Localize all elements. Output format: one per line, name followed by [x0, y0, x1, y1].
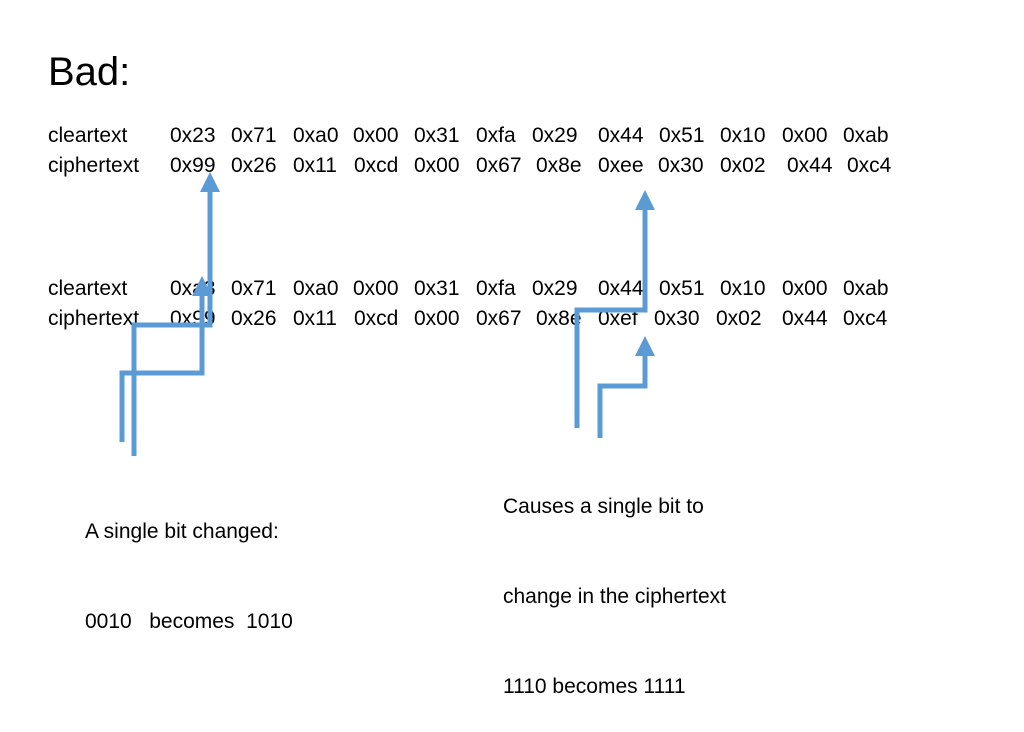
hex-byte: 0xee	[598, 154, 644, 177]
right-arrow-to-block1	[574, 190, 655, 428]
note-left-line2: 0010 becomes 1010	[85, 610, 293, 633]
right-arrow-to-block2	[597, 336, 655, 438]
hex-byte: 0xcd	[354, 307, 399, 330]
hex-byte: 0x8e	[536, 307, 582, 330]
arrow-head-icon	[200, 172, 220, 192]
hex-byte: 0x44	[598, 277, 644, 300]
hex-byte: 0x02	[720, 154, 766, 177]
hex-byte: 0x44	[598, 124, 644, 147]
hex-byte: 0xa0	[293, 124, 339, 147]
arrow-head-icon	[192, 276, 212, 296]
hex-byte: 0x10	[720, 277, 766, 300]
hex-byte: 0x51	[659, 124, 705, 147]
slide-title: Bad:	[48, 50, 131, 94]
hex-byte: 0x00	[353, 277, 399, 300]
note-left: A single bit changed: 0010 becomes 1010	[85, 457, 293, 667]
hex-byte: 0x30	[654, 307, 700, 330]
hex-byte: 0x71	[231, 124, 277, 147]
arrow-head-icon	[635, 336, 655, 356]
ciphertext-label: ciphertext	[48, 154, 140, 177]
note-right-line3: 1110 becomes 1111	[503, 675, 686, 698]
hex-byte: 0x00	[782, 124, 828, 147]
hex-byte: 0xfa	[476, 124, 516, 147]
hex-byte: 0x99	[170, 154, 216, 177]
hex-byte: 0x11	[293, 307, 337, 330]
block1-cleartext-row: cleartext 0x23 0x71 0xa0 0x00 0x31 0xfa …	[48, 121, 889, 151]
hex-byte: 0xab	[843, 124, 889, 147]
ciphertext-label: ciphertext	[48, 307, 140, 330]
hex-byte: 0x00	[353, 124, 399, 147]
hex-byte: 0xfa	[476, 277, 516, 300]
hex-byte: 0x00	[414, 307, 460, 330]
hex-byte: 0x02	[716, 307, 762, 330]
left-arrow-to-block2	[119, 276, 212, 442]
hex-byte: 0xef	[598, 307, 638, 330]
hex-byte: 0xa0	[293, 277, 339, 300]
hex-byte: 0x00	[414, 154, 460, 177]
hex-byte: 0xc4	[843, 307, 888, 330]
hex-byte: 0x29	[532, 124, 578, 147]
arrows-overlay	[119, 172, 655, 456]
arrow-line	[131, 190, 213, 456]
cleartext-label: cleartext	[48, 277, 128, 300]
hex-byte: 0x51	[659, 277, 705, 300]
hex-byte: 0x8e	[536, 154, 582, 177]
block1-ciphertext-row: ciphertext 0x99 0x26 0x11 0xcd 0x00 0x67…	[48, 151, 891, 181]
hex-byte: 0x44	[782, 307, 828, 330]
hex-byte: 0x67	[476, 307, 522, 330]
hex-byte: 0x29	[532, 277, 578, 300]
hex-byte: 0x31	[414, 277, 460, 300]
note-right-line2: change in the ciphertext	[503, 585, 726, 608]
cleartext-label: cleartext	[48, 124, 128, 147]
left-arrow-to-block1	[131, 172, 220, 456]
hex-byte: 0x31	[414, 124, 460, 147]
hex-byte: 0x26	[231, 307, 277, 330]
block2-ciphertext-row: ciphertext 0x99 0x26 0x11 0xcd 0x00 0x67…	[48, 304, 887, 334]
hex-byte: 0xc4	[847, 154, 892, 177]
hex-byte: 0x30	[658, 154, 704, 177]
arrow-head-icon	[635, 190, 655, 210]
hex-byte: 0x67	[476, 154, 522, 177]
arrow-line	[597, 354, 648, 438]
hex-byte: 0xab	[843, 277, 889, 300]
note-left-line1: A single bit changed:	[85, 520, 279, 543]
hex-byte: 0x11	[293, 154, 337, 177]
note-right-line1: Causes a single bit to	[503, 495, 704, 518]
hex-byte: 0x71	[231, 277, 277, 300]
hex-byte: 0x10	[720, 124, 766, 147]
note-right: Causes a single bit to change in the cip…	[503, 432, 726, 732]
arrow-line	[119, 293, 205, 442]
hex-byte: 0x44	[787, 154, 833, 177]
hex-byte: 0xcd	[354, 154, 399, 177]
hex-byte: 0x26	[231, 154, 277, 177]
hex-byte: 0x23	[170, 124, 216, 147]
hex-byte: 0x00	[782, 277, 828, 300]
arrow-line	[574, 208, 648, 428]
